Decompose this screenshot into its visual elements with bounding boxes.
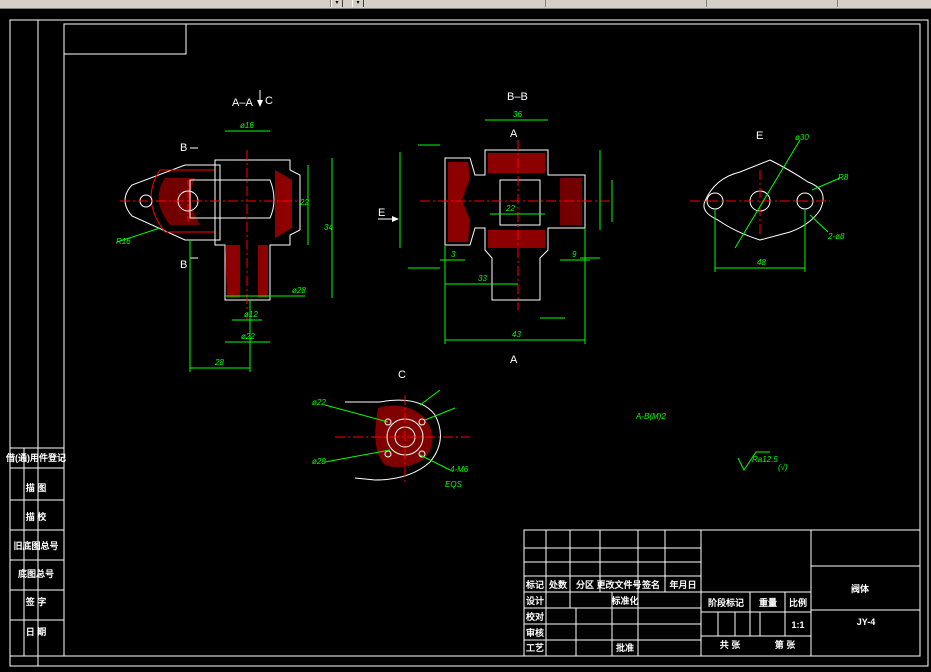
tolerance-note: A-B(M)2 — [635, 412, 666, 421]
dim-text: ø22 — [241, 332, 255, 341]
strip-label: 描 图 — [26, 482, 47, 493]
tb-row-label: 审核 — [526, 627, 544, 638]
view-c-label: C — [398, 369, 406, 381]
tb-drawing-no: JY-4 — [857, 617, 876, 627]
tb-row-label: 校对 — [526, 611, 544, 622]
dim-text: ø30 — [795, 133, 809, 142]
dim-text: 3 — [451, 250, 456, 259]
label-a-bottom: A — [510, 354, 518, 366]
window-toolbar-strip: ▾ ▾ — [0, 0, 931, 9]
dim-text: ø16 — [240, 121, 254, 130]
dim-text: 48 — [757, 258, 766, 267]
scroll-arrow-icon[interactable]: ▾ — [352, 0, 364, 7]
strip-label: 底图总号 — [18, 568, 54, 579]
dim-text: 22 — [299, 198, 309, 207]
scroll-arrow-icon[interactable]: ▾ — [331, 0, 343, 7]
dim-text: ø12 — [244, 310, 258, 319]
view-e: E ø30 R8 2-ø8 48 — [690, 130, 849, 272]
dim-text: ø22 — [312, 398, 326, 407]
strip-label: 描 校 — [26, 511, 48, 522]
tb-stage-label: 阶段标记 — [708, 597, 744, 608]
surface-finish-value: Ra12.5 — [752, 455, 778, 464]
left-strip: 借(通)用件登记 描 图 描 校 旧底图总号 底图总号 签 字 日 期 — [5, 447, 66, 657]
dim-text: 22 — [505, 204, 515, 213]
arrow-label-c: C — [265, 95, 273, 107]
toolbar-segment — [0, 0, 331, 7]
section-aa-view: A–A C B B ø16 ø2 — [116, 90, 333, 372]
tb-approve-label: 批准 — [616, 642, 634, 653]
dim-text: 36 — [513, 110, 522, 119]
dim-text: 43 — [512, 330, 521, 339]
label-b: B — [180, 142, 187, 154]
toolbar-segment — [546, 0, 707, 7]
tb-header: 签名 — [641, 579, 660, 590]
tb-scale-value: 1:1 — [791, 620, 804, 630]
tb-header: 分区 — [576, 579, 594, 590]
dim-text: 28 — [214, 358, 224, 367]
toolbar-segment — [707, 0, 838, 7]
dim-text: ø28 — [312, 457, 326, 466]
tb-header: 处数 — [548, 579, 568, 590]
view-e-label: E — [756, 130, 763, 142]
strip-label: 签 字 — [25, 596, 47, 607]
label-b: B — [180, 259, 187, 271]
dim-text: 34 — [324, 223, 333, 232]
dim-text: ø28 — [292, 286, 306, 295]
tb-weight-label: 重量 — [759, 597, 777, 608]
dim-text: R16 — [116, 237, 131, 246]
tb-sheet-no: 第 张 — [775, 639, 797, 650]
title-block: 标记 处数 分区 更改文件号 签名 年月日 设计 校对 审核 工艺 标准化 批准… — [523, 529, 921, 657]
tb-row-label: 工艺 — [526, 642, 544, 653]
dim-text: 2-ø8 — [827, 232, 845, 241]
dim-text: 4-M6 — [450, 465, 469, 474]
dim-text: 33 — [478, 274, 487, 283]
dim-text: EQS — [445, 480, 463, 489]
dim-text: 9 — [572, 250, 577, 259]
label-a-top: A — [510, 128, 518, 140]
tb-sheets-total: 共 张 — [720, 639, 742, 650]
view-c: C ø22 ø28 4-M6 EQS — [312, 369, 470, 489]
tb-part-name: 阀体 — [851, 583, 870, 594]
tb-std-label: 标准化 — [610, 595, 638, 606]
section-aa-label: A–A — [232, 97, 253, 109]
label-e: E — [378, 207, 385, 219]
section-bb-label: B–B — [507, 91, 528, 103]
inner-border — [63, 23, 921, 657]
tb-row-label: 设计 — [526, 595, 544, 606]
tb-header: 标记 — [525, 579, 544, 590]
strip-label: 借(通)用件登记 — [5, 452, 66, 463]
corner-code-box — [63, 23, 187, 55]
outer-border — [9, 19, 929, 667]
surface-finish-note: Ra12.5 (√) — [737, 451, 788, 472]
tb-header: 更改文件号 — [596, 579, 641, 590]
toolbar-segment — [375, 0, 546, 7]
section-bb-view: B–B A A E 36 33 43 22 — [378, 91, 613, 366]
tb-scale-label: 比例 — [789, 597, 807, 608]
strip-label: 日 期 — [26, 626, 47, 637]
surface-symbol: (√) — [778, 463, 788, 472]
tb-header: 年月日 — [669, 579, 696, 590]
dim-text: R8 — [838, 173, 849, 182]
strip-label: 旧底图总号 — [13, 540, 58, 551]
